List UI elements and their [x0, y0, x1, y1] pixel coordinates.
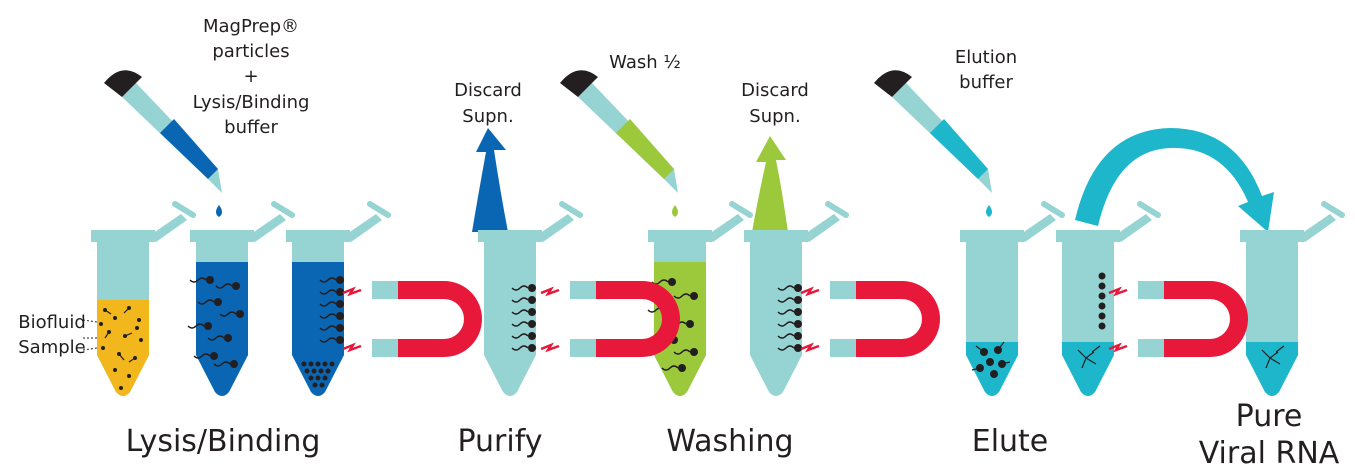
discard-label-1a: Discard [454, 80, 522, 101]
biofluid-label-1: Biofluid [18, 312, 86, 333]
magprep-label-3: + [243, 66, 258, 87]
magprep-label-2: particles [212, 41, 289, 62]
tube-biofluid [83, 204, 193, 396]
stage-washing-label: Washing [666, 424, 793, 459]
stage-pure-label-2: Viral RNA [1199, 436, 1340, 471]
magnet-1 [343, 281, 482, 357]
discard-label-2a: Discard [741, 80, 809, 101]
discard-label-2b: Supn. [749, 106, 800, 127]
stage-lysis-label: Lysis/Binding [126, 424, 321, 459]
discard-label-1b: Supn. [462, 106, 513, 127]
stage-purify-label: Purify [457, 424, 542, 459]
stage-pure-label-1: Pure [1236, 399, 1303, 434]
tube-elute-magnet [1056, 204, 1158, 396]
magnet-4 [1109, 281, 1248, 357]
tube-pure [1240, 204, 1342, 396]
tube-elute [960, 204, 1062, 396]
magprep-label-4: Lysis/Binding [193, 92, 310, 113]
tube-lysis-magnet [286, 204, 388, 396]
elution-label-1: Elution [955, 47, 1017, 68]
tube-lysis-beads [188, 204, 292, 396]
magnet-3 [801, 281, 940, 357]
discard-arrow-green [752, 136, 788, 232]
discard-arrow-blue [472, 128, 508, 232]
magprep-label-5: buffer [224, 117, 278, 138]
pipette-wash [560, 70, 678, 217]
elution-label-2: buffer [959, 72, 1013, 93]
tube-washing-magnet [744, 204, 846, 396]
transfer-arrow [1075, 128, 1274, 232]
tube-purify [478, 204, 580, 396]
biofluid-label-2: Sample [18, 337, 86, 358]
wash-label: Wash ½ [609, 52, 681, 73]
magprep-label-1: MagPrep® [203, 16, 299, 37]
stage-elute-label: Elute [972, 424, 1049, 459]
